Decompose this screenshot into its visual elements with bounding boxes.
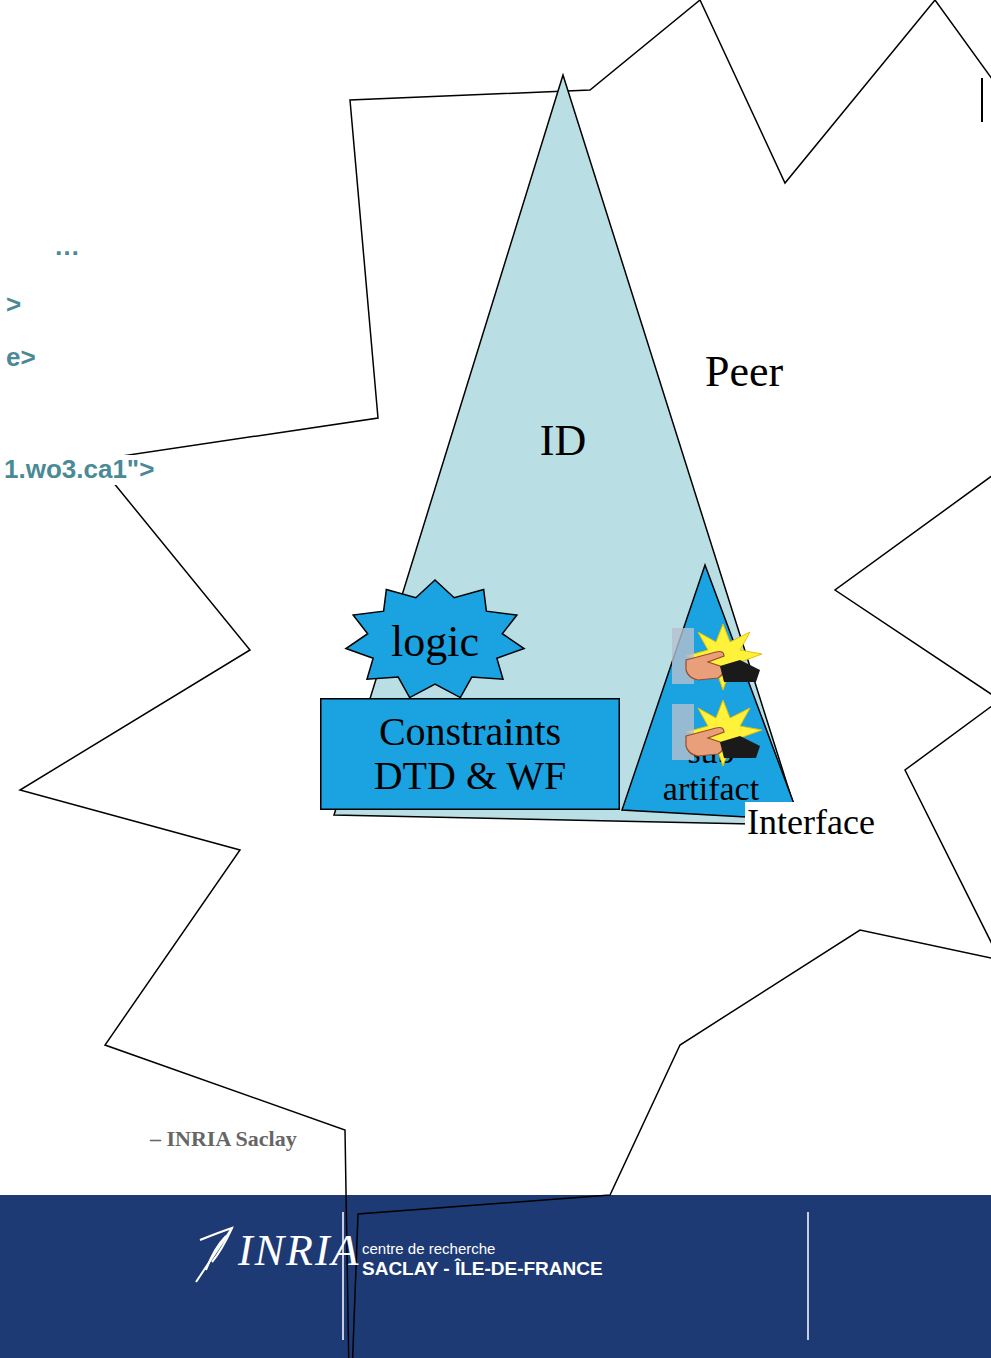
code-fragment: >: [4, 290, 23, 320]
node-label: Peer: [705, 348, 783, 396]
node-label: ID: [513, 417, 613, 465]
code-fragment: e>: [4, 343, 38, 373]
footer-subtitle: centre de recherche: [362, 1240, 495, 1257]
slide-bracket: [981, 78, 983, 122]
code-fragment: …: [52, 232, 82, 262]
footer-divider: [807, 1212, 809, 1340]
constraints-box: Constraints DTD & WF: [320, 698, 620, 810]
box-outline: [321, 699, 620, 810]
shape-outline: [622, 565, 800, 820]
logo-text: INRIA: [238, 1226, 360, 1277]
hand-icon: [672, 700, 762, 766]
logo-swirl: [196, 1228, 232, 1282]
footer-site: SACLAY - ÎLE-DE-FRANCE: [362, 1258, 603, 1280]
node-label: Constraints DTD & WF: [355, 710, 585, 798]
code-fragment: 1.wo3.ca1">: [2, 455, 156, 485]
hand-icon: [672, 624, 762, 690]
artifact-triangle: logicConstraints DTD & WF sub artifact ID: [320, 75, 805, 825]
footer-bar: [0, 1195, 991, 1358]
shape-outline: [346, 580, 524, 698]
node-label: logic: [345, 618, 525, 666]
logic-burst: logic: [345, 580, 525, 700]
footer-text: – INRIA Saclay: [148, 1126, 299, 1151]
interface-label: Interface: [745, 802, 877, 843]
sub-artifact-triangle: sub artifact: [622, 565, 802, 823]
shape-outline: [20, 0, 991, 1358]
